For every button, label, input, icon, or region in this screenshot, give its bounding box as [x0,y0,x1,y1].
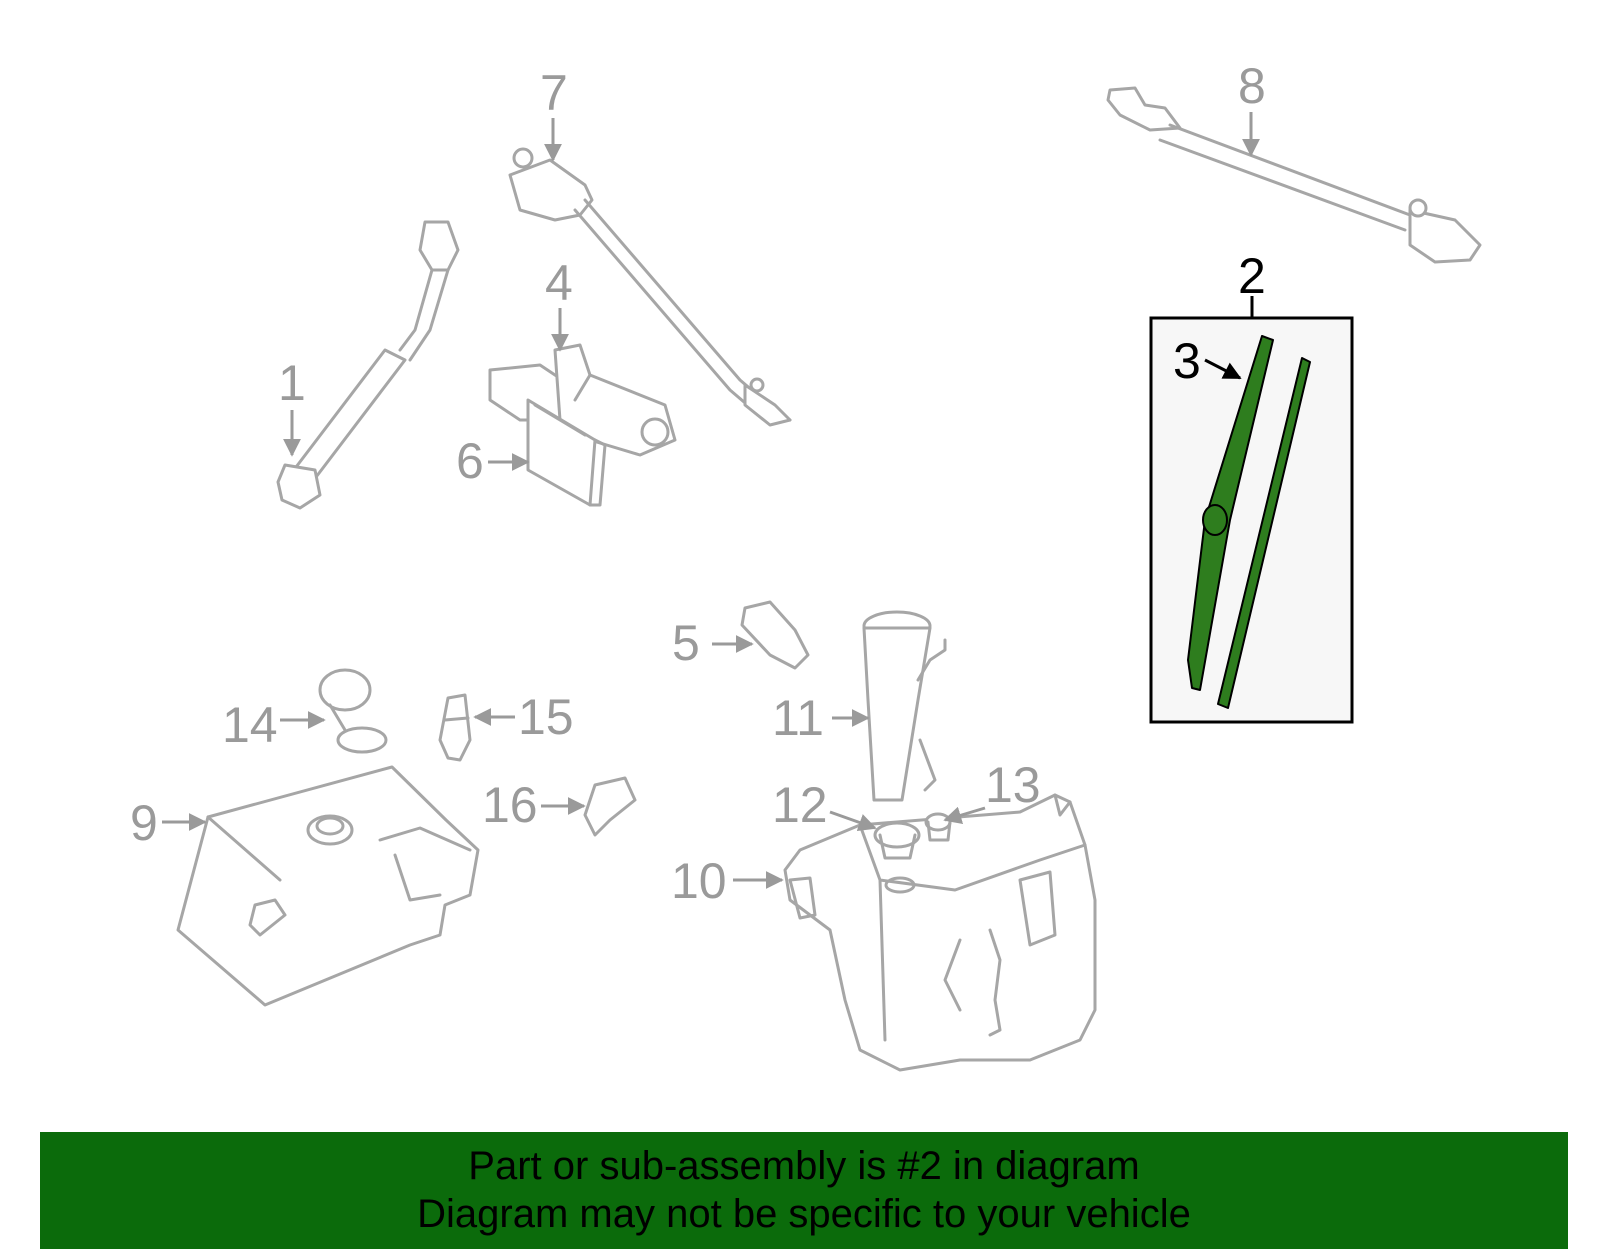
banner-line-1: Part or sub-assembly is #2 in diagram [468,1144,1140,1188]
label-6: 6 [456,433,484,489]
arrow-3 [1204,358,1242,380]
label-8: 8 [1238,58,1266,114]
label-3: 3 [1173,333,1201,389]
label-16: 16 [482,777,538,833]
part-11-filler-neck [862,610,947,802]
label-7: 7 [540,65,568,121]
label-12: 12 [772,777,828,833]
part-1-hose [276,220,460,510]
part-7-linkage [508,147,792,427]
label-9: 9 [130,795,158,851]
label-15: 15 [518,689,574,745]
part-16-bracket [583,776,637,837]
label-13: 13 [985,757,1041,813]
label-1: 1 [278,355,306,411]
label-4: 4 [545,255,573,311]
part-10-reservoir [783,793,1097,1072]
part-4-motor [488,343,677,457]
part-6-cover [526,398,607,507]
part-14-cap [318,668,388,754]
label-11: 11 [772,690,824,746]
label-2: 2 [1238,248,1266,304]
label-14: 14 [222,697,278,753]
part-2-wiper-blade-assembly [1149,296,1354,724]
part-8-linkage-rod [1106,86,1482,264]
part-15-pump [438,693,472,762]
banner-line-2: Diagram may not be specific to your vehi… [417,1192,1191,1236]
part-5-nozzle [740,600,810,670]
label-10: 10 [671,853,727,909]
info-banner: Part or sub-assembly is #2 in diagram Di… [40,1132,1568,1249]
arrow-13 [943,806,986,824]
arrow-12 [829,810,877,832]
part-9-reservoir [176,765,480,1007]
label-5: 5 [672,615,700,671]
